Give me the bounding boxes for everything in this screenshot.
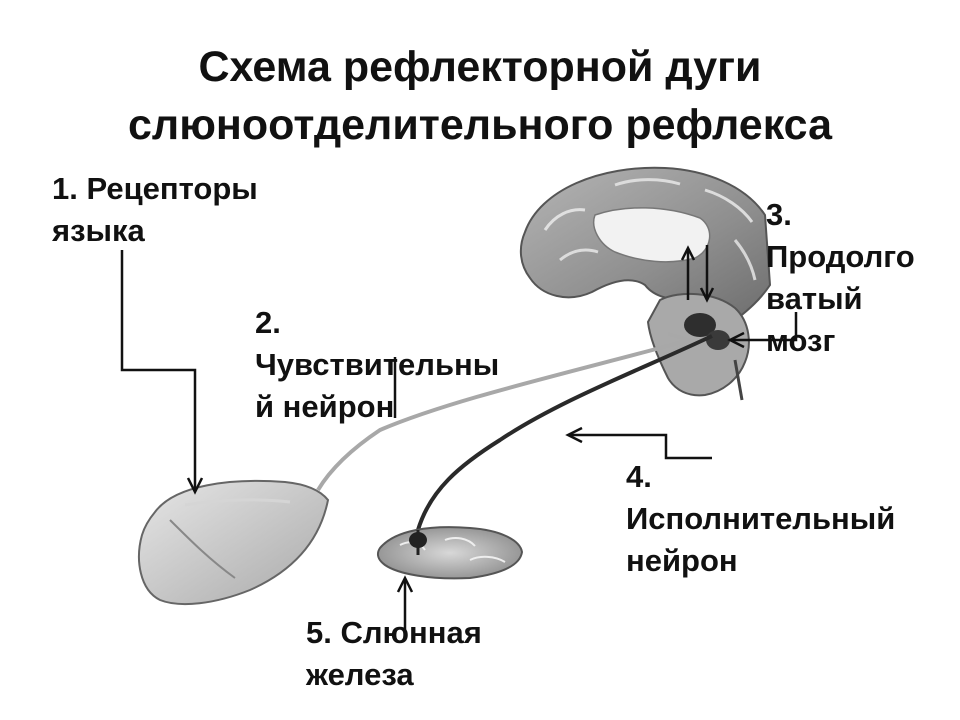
diagram-title-line-2: слюноотделительного рефлекса bbox=[127, 101, 833, 149]
diagram-title-line-1: Схема рефлекторной дуги bbox=[198, 43, 762, 91]
receptors-leader-line bbox=[120, 250, 197, 490]
sensory-nerve-path bbox=[316, 338, 691, 492]
motor-nerve-path bbox=[416, 334, 713, 531]
receptors-label: 1. Рецепторы языка bbox=[52, 171, 258, 248]
sensory-nerve-arrowhead bbox=[667, 332, 694, 354]
gland-arrowhead bbox=[396, 575, 414, 593]
motor-neuron-arrowhead bbox=[565, 426, 583, 444]
salivary-gland-label: 5. Слюнная железа bbox=[306, 615, 482, 692]
motor-neuron-label: 4. Исполнительный нейрон bbox=[626, 459, 896, 578]
brain-section-icon bbox=[519, 166, 772, 401]
medulla-arrowhead bbox=[727, 331, 745, 349]
medulla-leader-line bbox=[732, 312, 798, 342]
bidirectional-arrows-icon bbox=[680, 245, 715, 303]
leader-lines bbox=[120, 250, 798, 640]
sensory-neuron-label: 2. Чувствительны й нейрон bbox=[255, 305, 500, 424]
medulla-label: 3. Продолго ватый мозг bbox=[766, 197, 915, 358]
tongue-icon bbox=[138, 479, 330, 606]
receptors-arrowhead bbox=[186, 477, 204, 495]
motor-neuron-leader-line bbox=[570, 433, 712, 460]
salivary-gland-icon bbox=[376, 526, 524, 580]
